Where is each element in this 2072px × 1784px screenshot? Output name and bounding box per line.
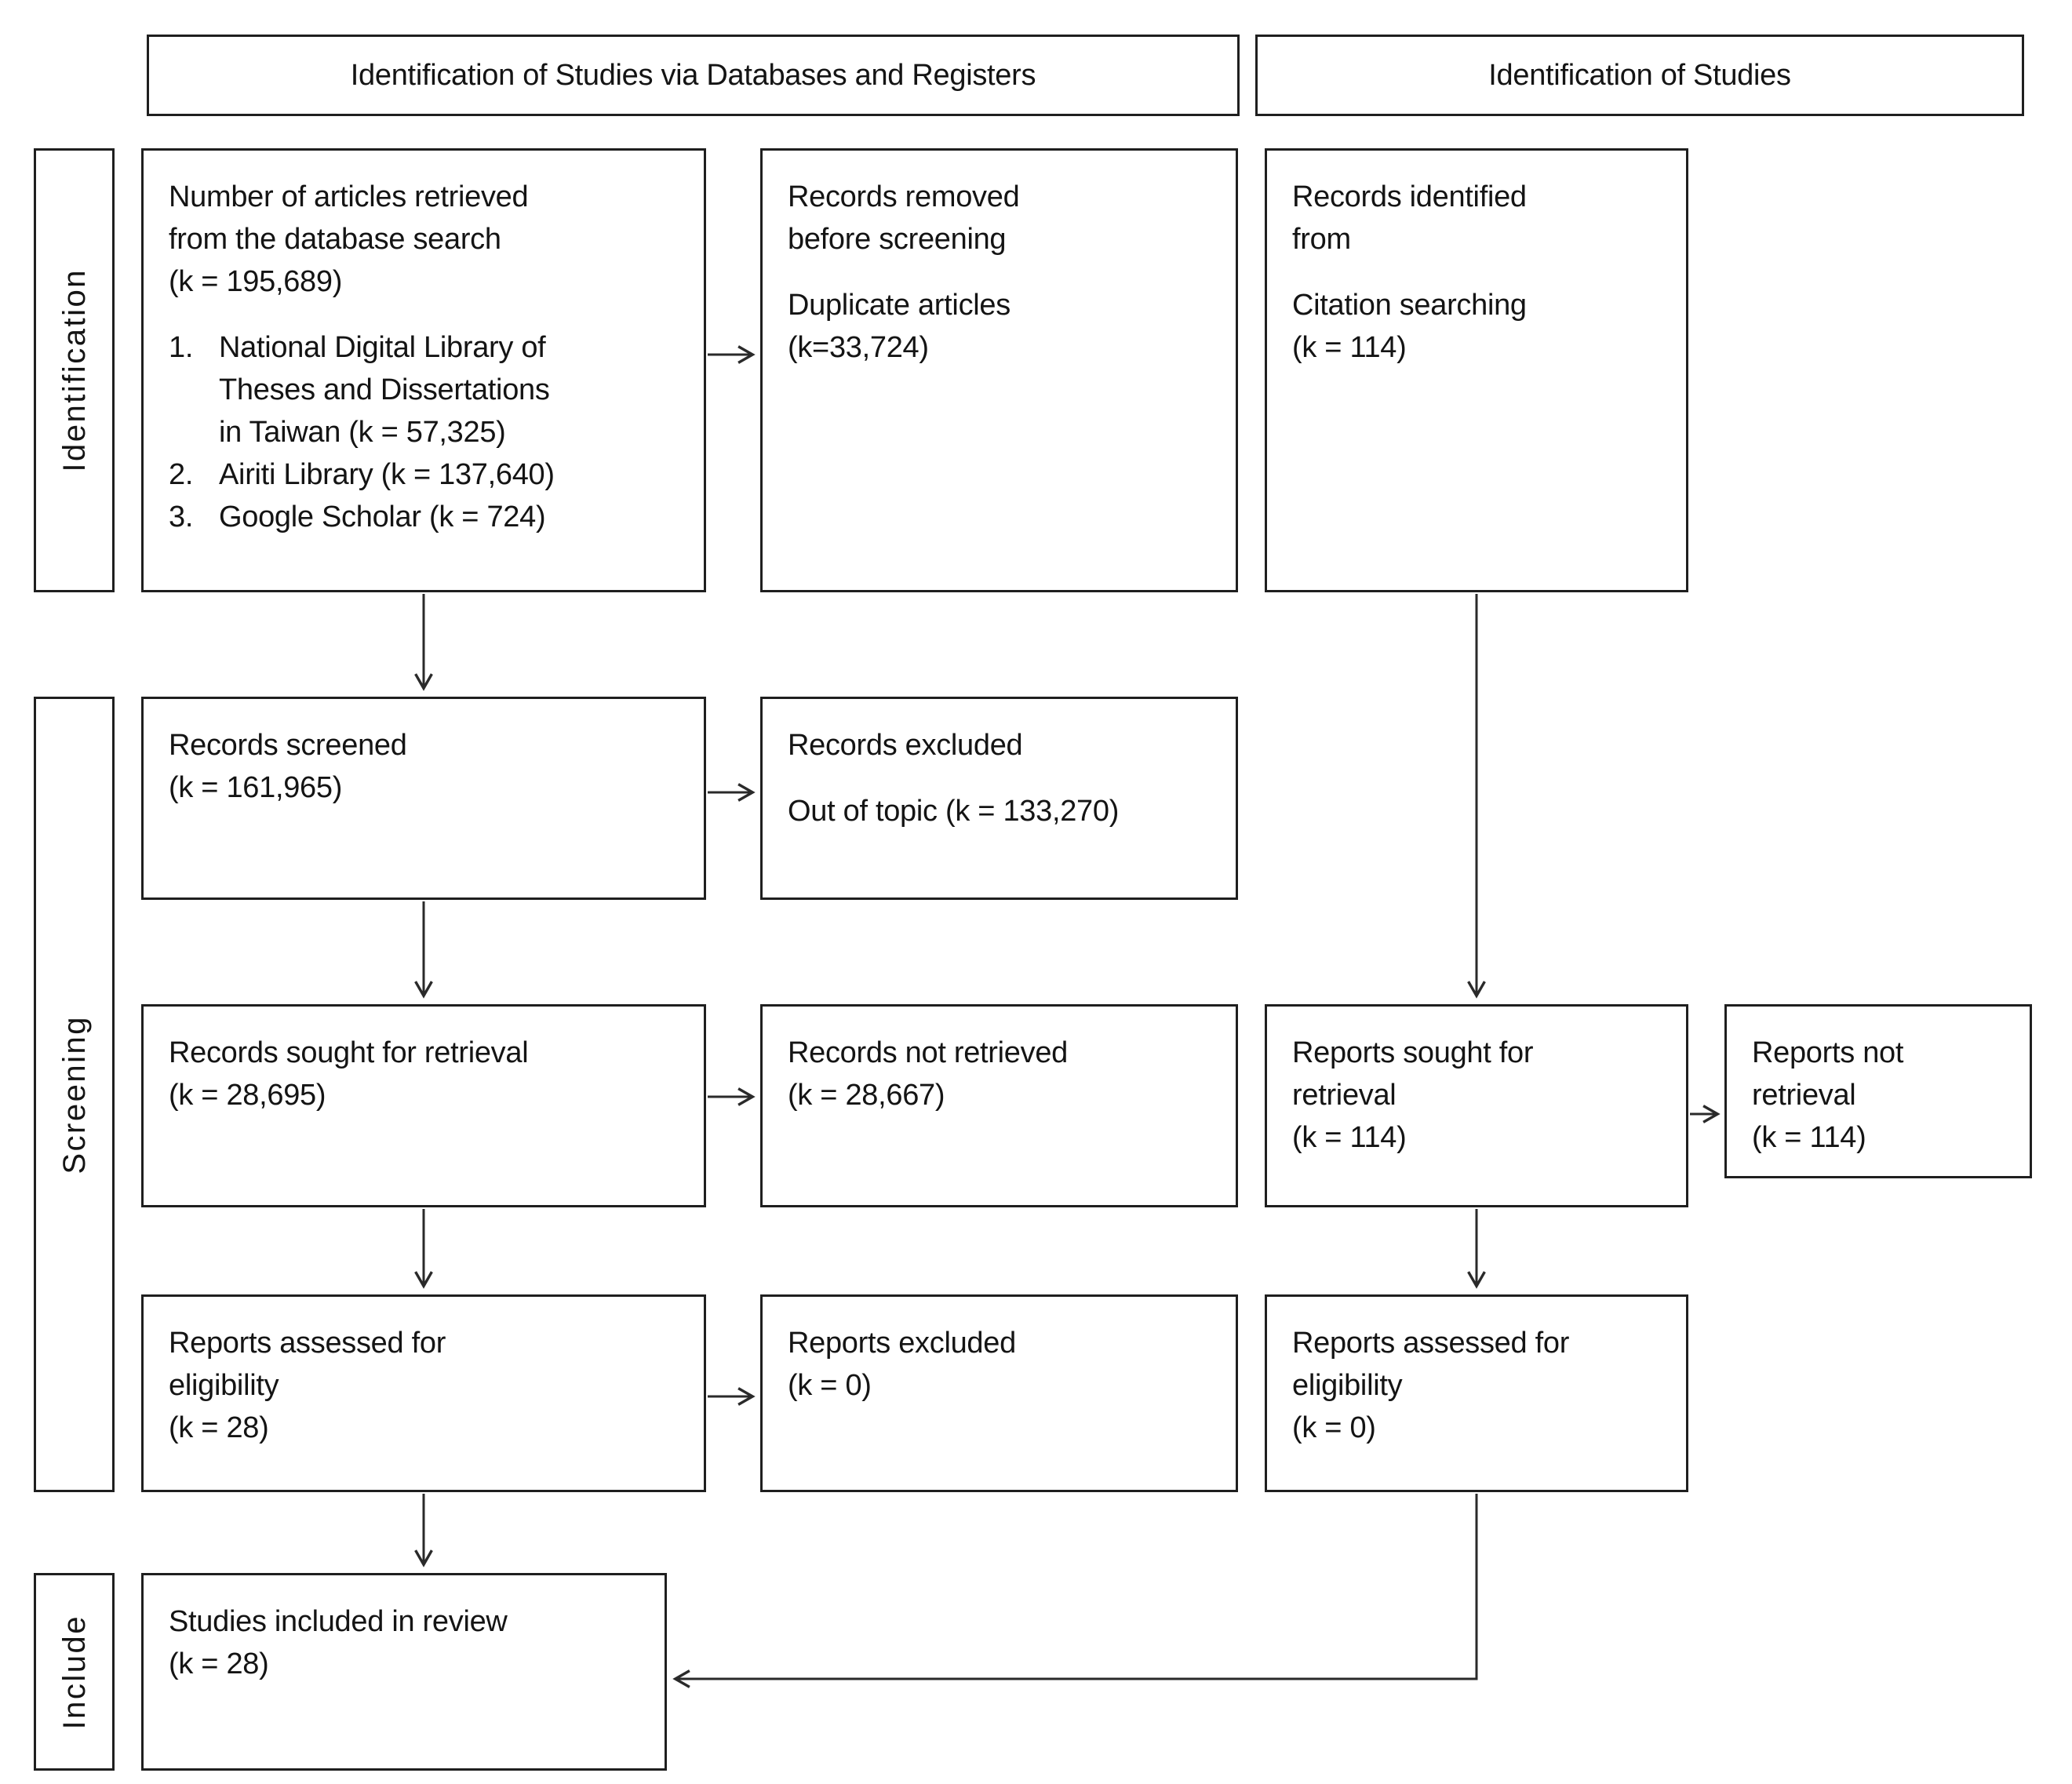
box-reports-not-retrieval: Reports not retrieval (k = 114) [1724, 1004, 2032, 1178]
list-item-number: 2. [169, 458, 194, 491]
box-line: Records identified [1292, 180, 1527, 213]
box-line: Google Scholar (k = 724) [219, 501, 546, 533]
box-line: (k = 0) [788, 1369, 872, 1402]
box-line: before screening [788, 223, 1007, 256]
box-line: from [1292, 223, 1351, 256]
box-line: Studies included in review [169, 1605, 508, 1638]
box-line: Records sought for retrieval [169, 1036, 529, 1069]
stage-label-screening-text: Screening [56, 1014, 92, 1174]
box-line: Theses and Dissertations [219, 373, 550, 406]
box-records-sought: Records sought for retrieval (k = 28,695… [141, 1004, 706, 1207]
box-line: National Digital Library of [219, 331, 546, 364]
stage-label-screening: Screening [34, 697, 115, 1492]
box-line: Out of topic (k = 133,270) [788, 795, 1120, 828]
box-records-screened: Records screened (k = 161,965) [141, 697, 706, 900]
box-line: Records not retrieved [788, 1036, 1068, 1069]
box-reports-excluded: Reports excluded (k = 0) [760, 1294, 1238, 1492]
box-line: from the database search [169, 223, 501, 256]
box-line: Reports assessed for [1292, 1327, 1570, 1360]
box-line: retrieval [1752, 1079, 1856, 1112]
stage-label-include-text: Include [56, 1614, 92, 1730]
stage-label-include: Include [34, 1573, 115, 1771]
box-line: Records removed [788, 180, 1020, 213]
box-line: retrieval [1292, 1079, 1397, 1112]
box-line: in Taiwan (k = 57,325) [219, 416, 506, 449]
box-line: eligibility [169, 1369, 279, 1402]
box-records-excluded: Records excluded Out of topic (k = 133,2… [760, 697, 1238, 900]
box-records-removed: Records removed before screening Duplica… [760, 148, 1238, 592]
stage-label-identification: Identification [34, 148, 115, 592]
box-reports-assessed-citation: Reports assessed for eligibility (k = 0) [1265, 1294, 1688, 1492]
box-line: Records excluded [788, 729, 1023, 762]
list-item-number: 3. [169, 501, 194, 533]
box-line: Reports not [1752, 1036, 1904, 1069]
box-line: Records screened [169, 729, 407, 762]
database-list: 1. National Digital Library of Theses an… [169, 326, 680, 538]
box-line: (k = 28) [169, 1411, 269, 1444]
list-item: 3. Google Scholar (k = 724) [169, 496, 680, 538]
box-line: (k = 0) [1292, 1411, 1376, 1444]
box-line: Reports excluded [788, 1327, 1016, 1360]
box-reports-sought: Reports sought for retrieval (k = 114) [1265, 1004, 1688, 1207]
box-line: eligibility [1292, 1369, 1403, 1402]
box-line: Reports sought for [1292, 1036, 1534, 1069]
box-line: Number of articles retrieved [169, 180, 529, 213]
box-records-identified-citation: Records identified from Citation searchi… [1265, 148, 1688, 592]
box-records-not-retrieved: Records not retrieved (k = 28,667) [760, 1004, 1238, 1207]
list-item-number: 1. [169, 331, 194, 364]
box-line: Reports assessed for [169, 1327, 446, 1360]
box-line: Citation searching [1292, 289, 1527, 322]
box-line: (k = 114) [1752, 1121, 1866, 1154]
list-item: 1. National Digital Library of Theses an… [169, 326, 680, 453]
box-line: Airiti Library (k = 137,640) [219, 458, 555, 491]
box-line: (k = 195,689) [169, 265, 343, 298]
box-articles-retrieved: Number of articles retrieved from the da… [141, 148, 706, 592]
stage-label-identification-text: Identification [56, 268, 92, 472]
box-line: (k = 28,695) [169, 1079, 326, 1112]
box-line: (k = 161,965) [169, 771, 343, 804]
box-studies-included: Studies included in review (k = 28) [141, 1573, 667, 1771]
list-item: 2. Airiti Library (k = 137,640) [169, 453, 680, 496]
box-line: (k = 114) [1292, 331, 1407, 364]
box-reports-assessed: Reports assessed for eligibility (k = 28… [141, 1294, 706, 1492]
box-line: (k = 114) [1292, 1121, 1407, 1154]
box-line: (k=33,724) [788, 331, 929, 364]
box-line: (k = 28,667) [788, 1079, 945, 1112]
box-line: (k = 28) [169, 1647, 269, 1680]
box-line: Duplicate articles [788, 289, 1011, 322]
header-databases-registers: Identification of Studies via Databases … [147, 35, 1240, 116]
header-identification-of-studies: Identification of Studies [1255, 35, 2024, 116]
